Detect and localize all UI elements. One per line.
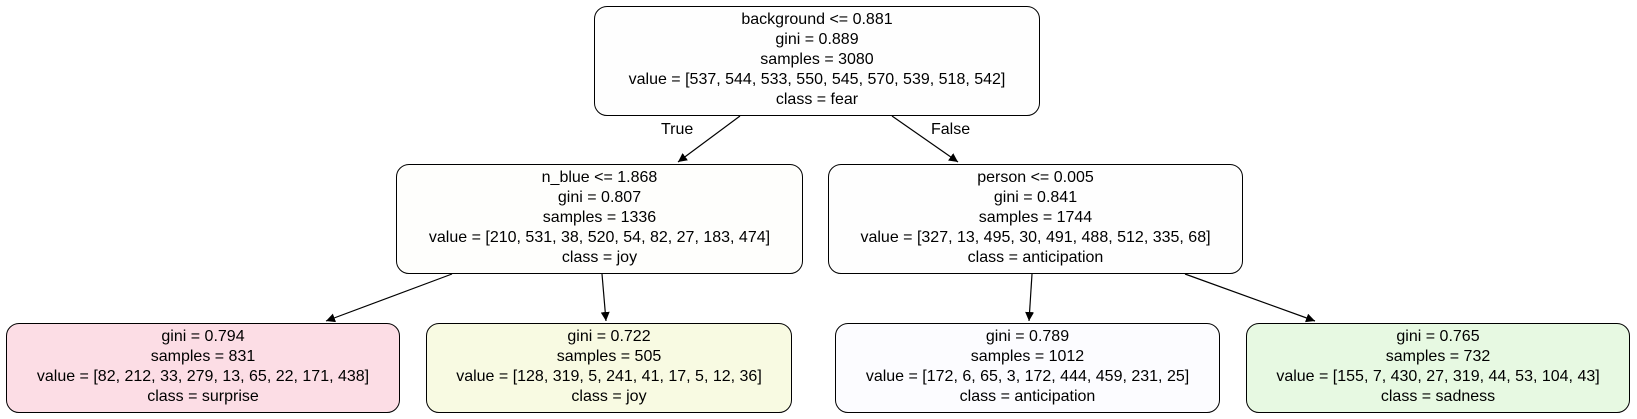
node-samples: samples = 1744 [978, 209, 1093, 226]
node-gini: gini = 0.722 [567, 328, 651, 345]
node-value: value = [537, 544, 533, 550, 545, 570, 5… [628, 71, 1006, 88]
edge-label-false: False [931, 121, 971, 138]
node-class: class = sadness [1380, 388, 1496, 405]
edge-label-true: True [661, 121, 694, 138]
node-value: value = [128, 319, 5, 241, 41, 17, 5, 12… [456, 368, 762, 385]
left-node: n_blue <= 1.868 gini = 0.807 samples = 1… [396, 164, 803, 274]
node-split: background <= 0.881 [741, 11, 893, 28]
leaf-node-surprise: gini = 0.794 samples = 831 value = [82, … [6, 323, 400, 413]
node-split: n_blue <= 1.868 [541, 169, 658, 186]
node-class: class = surprise [147, 388, 259, 405]
node-value: value = [172, 6, 65, 3, 172, 444, 459, 2… [865, 368, 1190, 385]
edge-right-leaf4 [1184, 273, 1316, 323]
node-samples: samples = 505 [556, 348, 662, 365]
node-split: person <= 0.005 [977, 169, 1094, 186]
node-gini: gini = 0.889 [775, 31, 859, 48]
node-samples: samples = 1336 [542, 209, 657, 226]
node-samples: samples = 3080 [760, 51, 874, 68]
leaf-node-joy: gini = 0.722 samples = 505 value = [128,… [426, 323, 792, 413]
node-gini: gini = 0.789 [985, 328, 1070, 345]
node-value: value = [82, 212, 33, 279, 13, 65, 22, 1… [36, 368, 370, 385]
node-samples: samples = 732 [1385, 348, 1491, 365]
edge-root-left [677, 115, 741, 163]
leaf-node-sadness: gini = 0.765 samples = 732 value = [155,… [1246, 323, 1630, 413]
edge-left-leaf1 [325, 273, 453, 323]
edge-right-leaf3 [1025, 273, 1035, 322]
node-gini: gini = 0.765 [1396, 328, 1480, 345]
node-value: value = [155, 7, 430, 27, 319, 44, 53, 1… [1276, 368, 1600, 385]
edge-left-leaf2 [600, 273, 610, 322]
node-class: class = fear [775, 91, 859, 108]
node-class: class = anticipation [967, 249, 1104, 266]
node-gini: gini = 0.807 [557, 189, 642, 206]
node-samples: samples = 831 [150, 348, 256, 365]
leaf-node-anticipation: gini = 0.789 samples = 1012 value = [172… [835, 323, 1220, 413]
node-class: class = joy [561, 249, 638, 266]
node-gini: gini = 0.841 [993, 189, 1078, 206]
node-value: value = [210, 531, 38, 520, 54, 82, 27, … [428, 229, 771, 246]
node-gini: gini = 0.794 [161, 328, 245, 345]
node-class: class = anticipation [959, 388, 1096, 405]
node-class: class = joy [571, 388, 647, 405]
node-value: value = [327, 13, 495, 30, 491, 488, 512… [860, 229, 1211, 246]
root-node: background <= 0.881 gini = 0.889 samples… [594, 6, 1040, 116]
right-node: person <= 0.005 gini = 0.841 samples = 1… [828, 164, 1243, 274]
edge-root-right [891, 115, 959, 163]
node-samples: samples = 1012 [970, 348, 1085, 365]
